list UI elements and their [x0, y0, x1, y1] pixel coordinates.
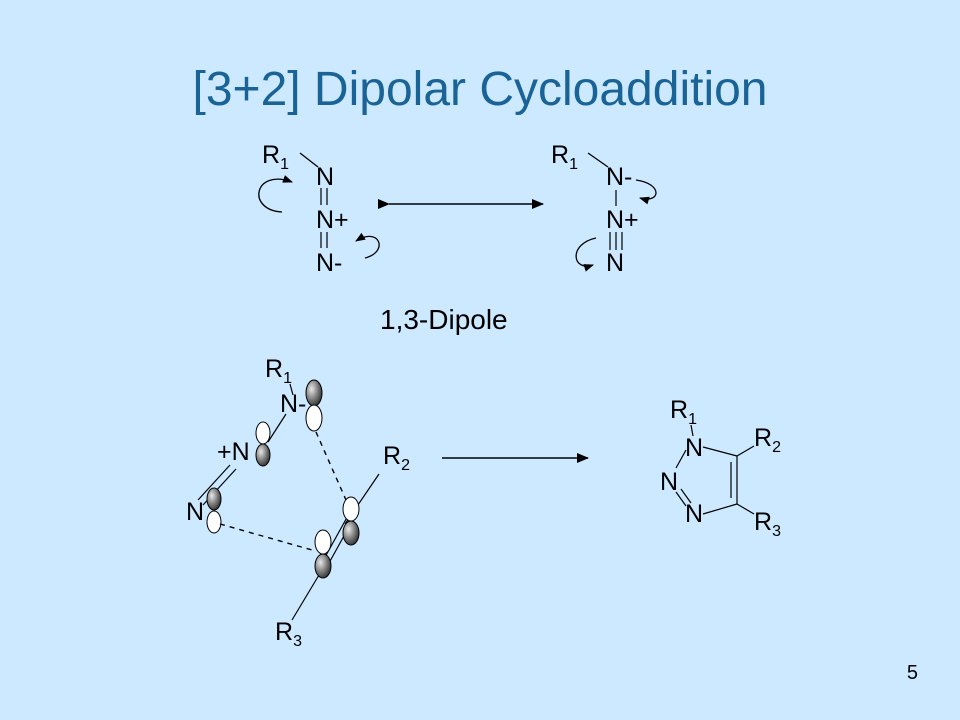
atom-n-plus: N+	[316, 206, 349, 234]
r3-label: R3	[275, 618, 302, 650]
atom-n-minus: N-	[316, 249, 342, 277]
curved-arrow	[635, 179, 657, 205]
triazole-product: R1 N N N R2 R3	[660, 396, 781, 540]
p-orbital-lobe	[314, 553, 332, 579]
p-orbital-lobe	[206, 510, 222, 534]
atom-n: N	[606, 249, 624, 277]
forming-bond	[315, 431, 347, 501]
transition-state: R1 N- +N N R2 R3	[186, 355, 410, 650]
azide-resonance-left: R1 N N+ N-	[258, 141, 380, 277]
p-orbital-lobe	[255, 421, 271, 445]
page-number: 5	[906, 662, 918, 684]
atom-n-plus: N+	[606, 206, 639, 234]
p-orbital-lobe	[314, 529, 332, 555]
slide-title: [3+2] Dipolar Cycloaddition	[192, 63, 768, 116]
azide-resonance-right: R1 N- N+ N	[551, 141, 657, 277]
atom-n1: N	[685, 434, 703, 462]
p-orbital-lobe	[305, 404, 323, 432]
p-orbital-lobe	[305, 379, 323, 407]
r1-label: R1	[265, 355, 292, 387]
dipole-caption: 1,3-Dipole	[380, 304, 508, 335]
curved-arrow	[355, 232, 380, 259]
r2-label: R2	[383, 442, 410, 474]
forming-bond	[219, 523, 313, 551]
r1-label: R1	[670, 396, 697, 428]
atom-n: N	[316, 163, 334, 191]
atom-n3: N	[685, 500, 703, 528]
p-orbital-lobe	[342, 520, 360, 546]
atom-n-minus: N-	[606, 163, 632, 191]
p-orbital-lobe	[342, 496, 360, 522]
atom-n-minus: N-	[280, 390, 306, 418]
p-orbital-lobe	[255, 443, 271, 467]
r1-label: R1	[551, 141, 578, 173]
curved-arrow	[258, 175, 293, 213]
p-orbital-lobe	[206, 487, 222, 511]
atom-n2: N	[660, 468, 678, 496]
r1-label: R1	[262, 141, 289, 173]
r2-label: R2	[754, 424, 781, 456]
triple-bond	[197, 464, 231, 501]
atom-n: N	[186, 498, 204, 526]
atom-plus-n: +N	[217, 438, 250, 466]
r3-label: R3	[754, 508, 781, 540]
curved-arrow	[575, 237, 597, 272]
